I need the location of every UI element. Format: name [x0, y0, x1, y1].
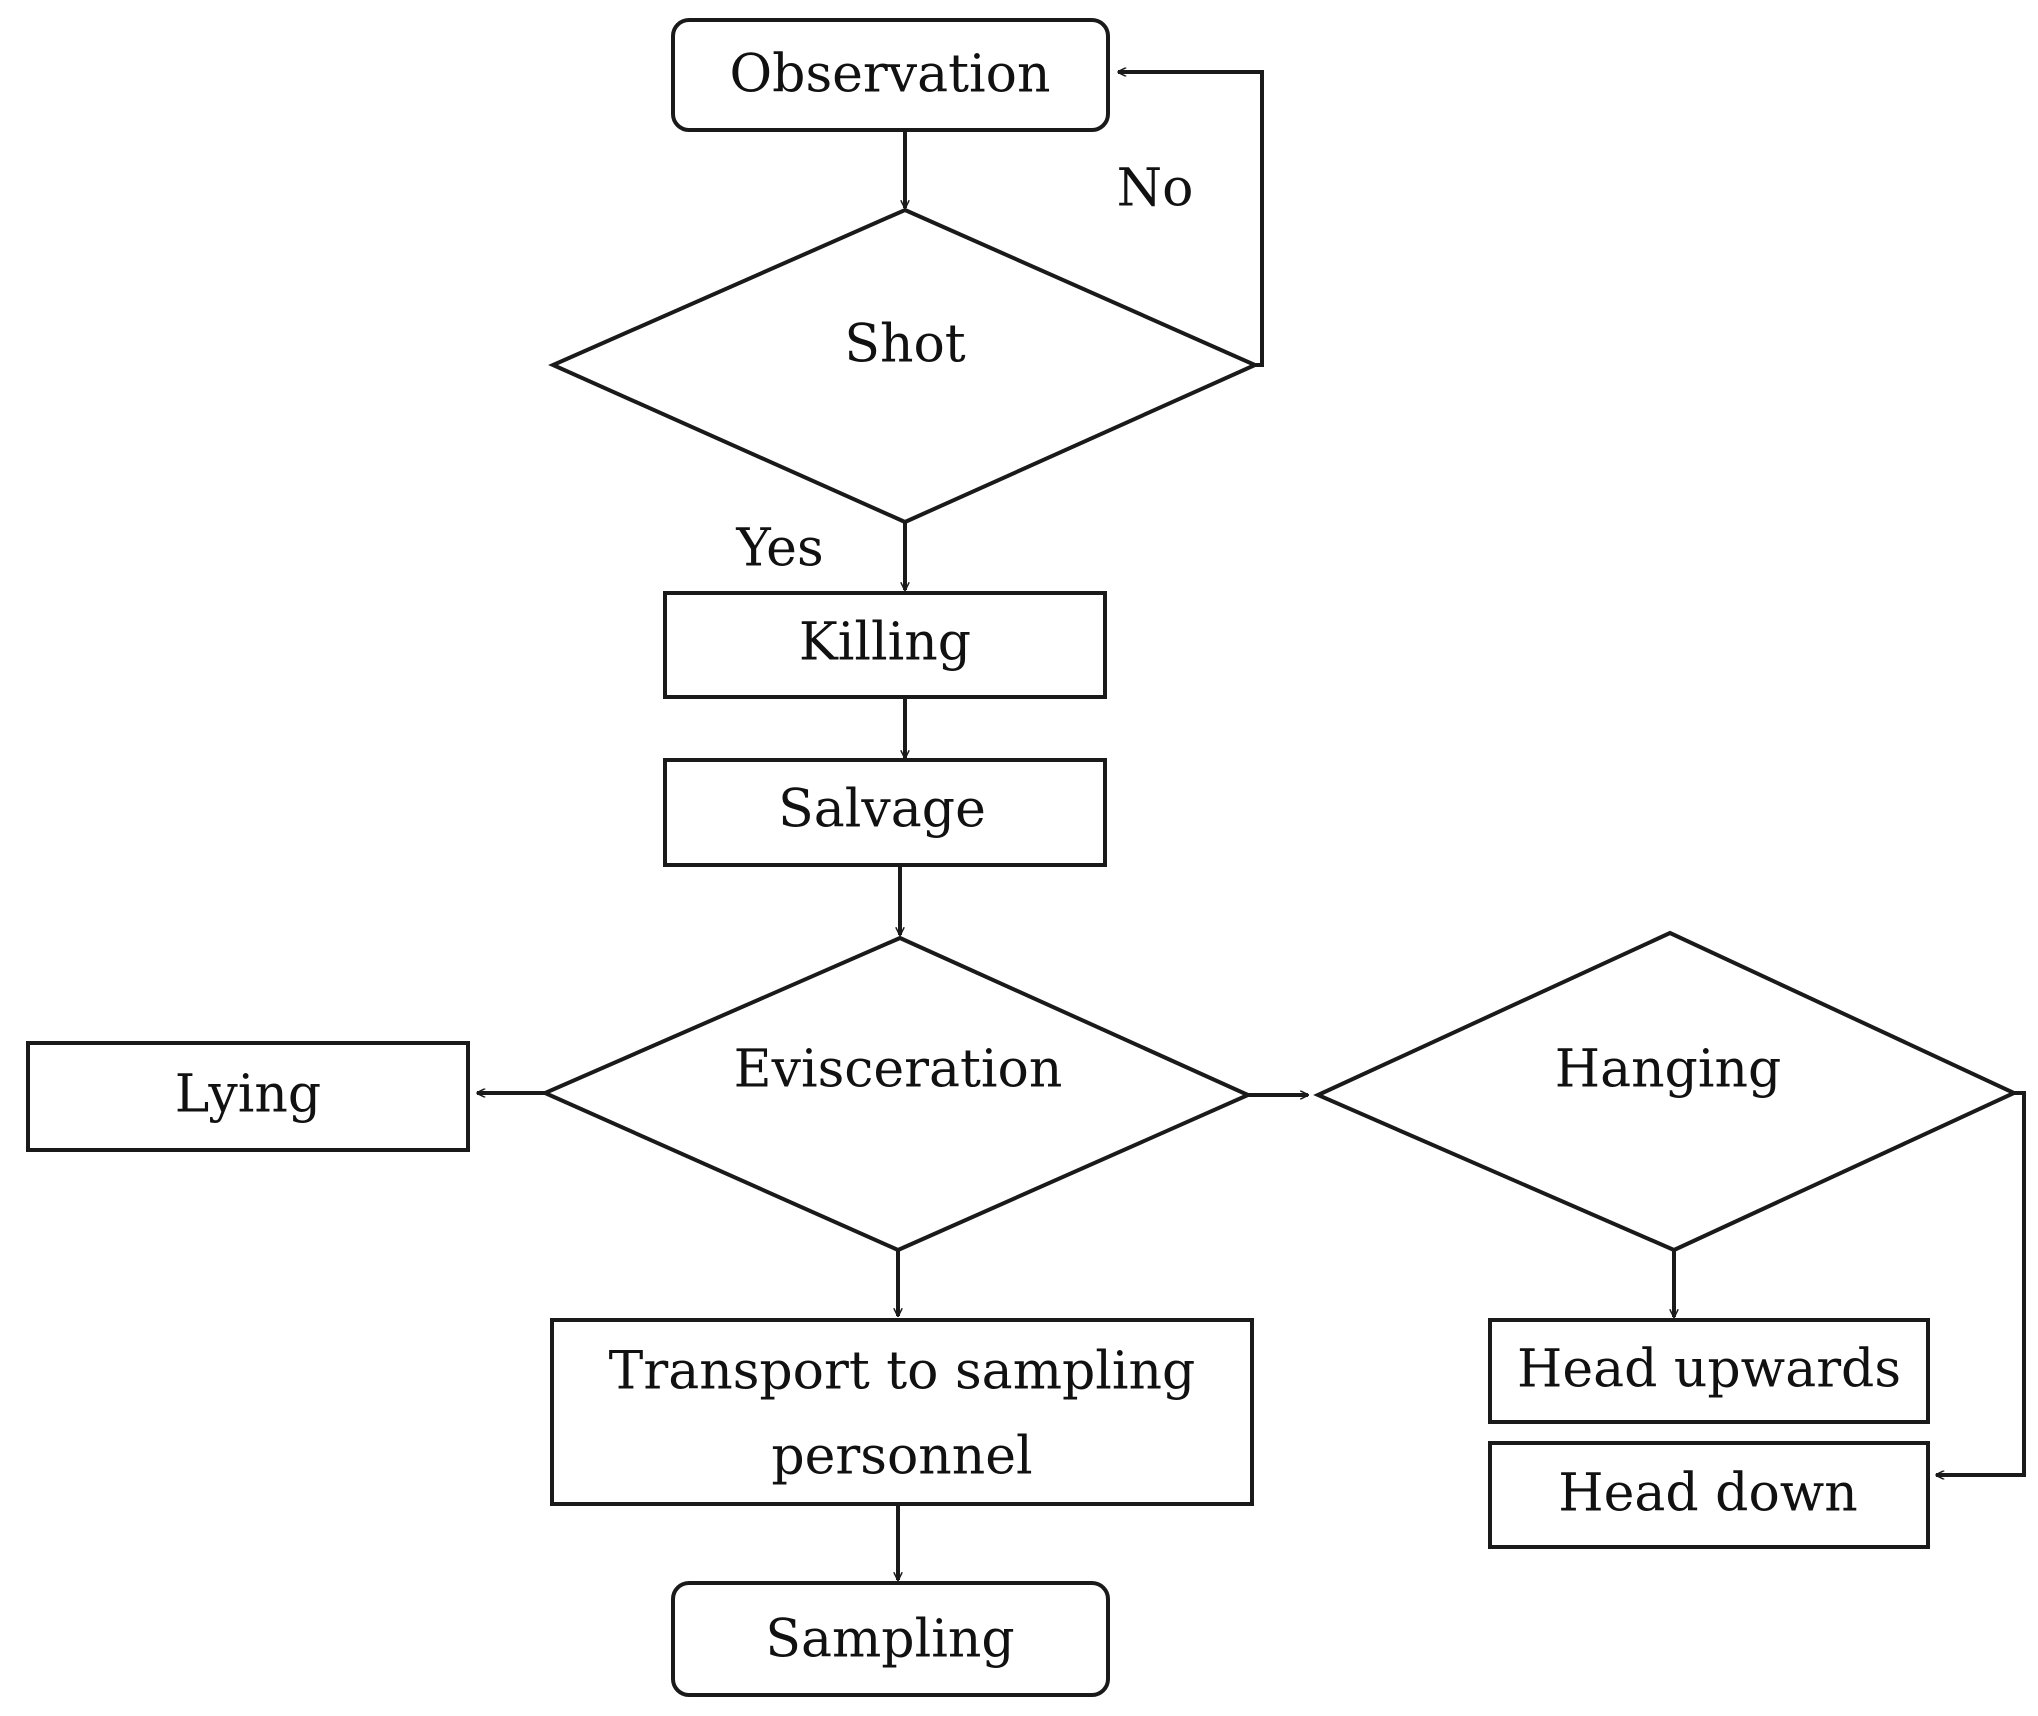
transport-label-line1: Transport to sampling — [609, 1342, 1196, 1402]
salvage-node — [663, 758, 1107, 867]
head-upwards-label: Head upwards — [1517, 1340, 1901, 1400]
observation-node — [671, 18, 1110, 132]
hanging-decision — [1313, 930, 2019, 1253]
hanging-label: Hanging — [1555, 1040, 1782, 1100]
yes-edge-label: Yes — [735, 519, 823, 579]
edge-hanging-to-head-down — [1936, 1091, 2026, 1475]
shot-decision — [548, 207, 1260, 525]
shot-label: Shot — [844, 315, 965, 375]
head-upwards-node — [1488, 1318, 1930, 1424]
observation-label: Observation — [730, 45, 1051, 105]
lying-label: Lying — [175, 1065, 321, 1125]
transport-node — [550, 1318, 1254, 1506]
sampling-node — [671, 1581, 1110, 1697]
lying-node — [26, 1041, 470, 1152]
transport-label-line2: personnel — [771, 1427, 1032, 1487]
salvage-label: Salvage — [778, 780, 986, 840]
head-down-node — [1488, 1441, 1930, 1549]
killing-label: Killing — [799, 613, 971, 673]
no-edge-label: No — [1117, 159, 1194, 219]
evisceration-decision — [540, 935, 1253, 1253]
sampling-label: Sampling — [765, 1610, 1014, 1670]
evisceration-label: Evisceration — [734, 1040, 1063, 1100]
head-down-label: Head down — [1558, 1464, 1858, 1524]
killing-node — [663, 591, 1107, 699]
